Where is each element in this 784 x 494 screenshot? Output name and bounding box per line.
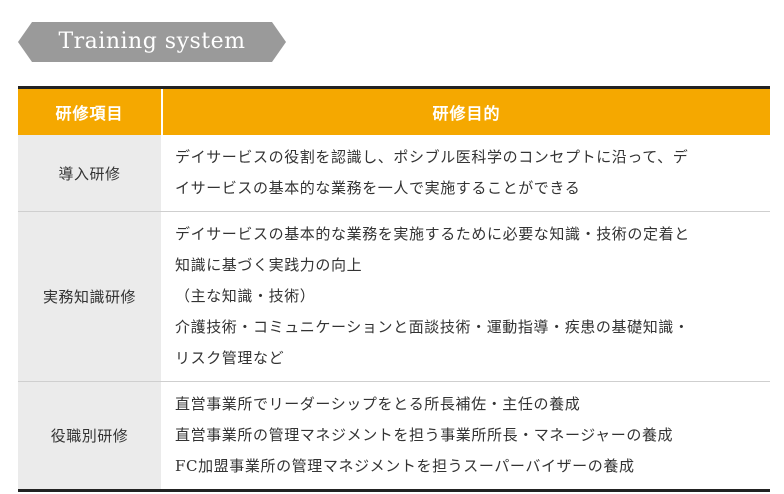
table-row: 導入研修 デイサービスの役割を認識し、ポシブル医科学のコンセプトに沿って、デ イ… — [18, 135, 770, 212]
header-training-item: 研修項目 — [18, 89, 163, 135]
table-row: 実務知識研修 デイサービスの基本的な業務を実施するために必要な知識・技術の定着と… — [18, 212, 770, 382]
purpose-line: 介護技術・コミュニケーションと面談技術・運動指導・疾患の基礎知識・ — [175, 318, 690, 336]
training-purpose-cell: デイサービスの役割を認識し、ポシブル医科学のコンセプトに沿って、デ イサービスの… — [161, 135, 770, 211]
training-item-cell: 導入研修 — [18, 135, 161, 211]
training-item-cell: 役職別研修 — [18, 382, 161, 489]
training-table: 研修項目 研修目的 導入研修 デイサービスの役割を認識し、ポシブル医科学のコンセ… — [18, 86, 770, 492]
purpose-line: イサービスの基本的な業務を一人で実施することができる — [175, 179, 581, 197]
purpose-line: 直営事業所の管理マネジメントを担う事業所所長・マネージャーの養成 — [175, 426, 674, 444]
training-purpose-cell: デイサービスの基本的な業務を実施するために必要な知識・技術の定着と 知識に基づく… — [161, 212, 770, 381]
header-training-purpose: 研修目的 — [432, 104, 501, 123]
purpose-line: FC加盟事業所の管理マネジメントを担うスーパーバイザーの養成 — [175, 457, 635, 475]
section-title: Training system — [58, 29, 246, 54]
purpose-line: 直営事業所でリーダーシップをとる所長補佐・主任の養成 — [175, 395, 581, 413]
purpose-line: リスク管理など — [175, 349, 285, 367]
purpose-line: デイサービスの基本的な業務を実施するために必要な知識・技術の定着と — [175, 225, 690, 243]
purpose-line: デイサービスの役割を認識し、ポシブル医科学のコンセプトに沿って、デ — [175, 148, 689, 166]
training-purpose-cell: 直営事業所でリーダーシップをとる所長補佐・主任の養成 直営事業所の管理マネジメン… — [161, 382, 770, 489]
section-banner: Training system — [18, 22, 286, 62]
training-item-cell: 実務知識研修 — [18, 212, 161, 381]
purpose-line: 知識に基づく実践力の向上 — [175, 256, 363, 274]
table-row: 役職別研修 直営事業所でリーダーシップをとる所長補佐・主任の養成 直営事業所の管… — [18, 382, 770, 489]
table-header-row: 研修項目 研修目的 — [18, 89, 770, 135]
purpose-line: （主な知識・技術） — [175, 287, 316, 305]
